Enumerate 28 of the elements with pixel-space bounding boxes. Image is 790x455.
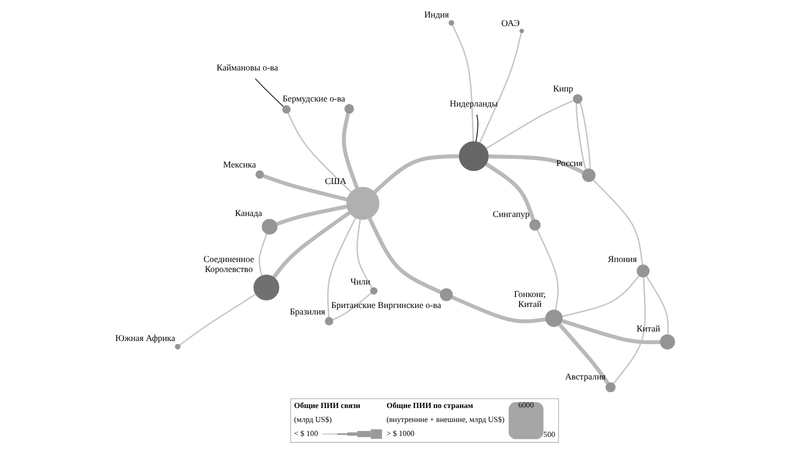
node-label: Британские Виргинские о-ва [331, 300, 442, 310]
legend-label: > $ 1000 [386, 429, 414, 438]
node-label: Япония [608, 254, 637, 264]
node-label: Чили [350, 276, 370, 287]
node-label: Южная Африка [115, 333, 176, 344]
label: Общие ПИИ по странам [386, 401, 474, 410]
node-label: Бразилия [290, 306, 326, 316]
node-label: Китай [636, 324, 660, 334]
node-label: ОАЭ [501, 18, 520, 28]
node-label: Австралия [565, 372, 606, 382]
legend-label: 6000 [518, 400, 534, 410]
node-label: Кипр [553, 83, 574, 94]
label: Общие ПИИ связи [294, 401, 360, 410]
legend-label: < $ 100 [294, 429, 318, 438]
node-text: Нидерланды [450, 98, 498, 109]
node-label: Сингапур [492, 208, 530, 219]
node-label: Соединенное Королевство [203, 254, 254, 274]
node-label: Мексика [223, 160, 256, 170]
label: (млрд US$) [294, 415, 332, 424]
node-label: Гонконг, Китай [514, 288, 546, 309]
node-label: Канада [235, 208, 262, 218]
label: (внутренние + внешние, млрд US$) [386, 415, 504, 424]
node-label: Индия [424, 9, 449, 20]
node-label: Бермудские о-ва [282, 93, 346, 104]
node-label: Россия [556, 158, 583, 168]
legend-label: 500 [543, 430, 556, 439]
node-label: США [324, 176, 346, 186]
node-text: Каймановы о-ва [216, 62, 278, 73]
